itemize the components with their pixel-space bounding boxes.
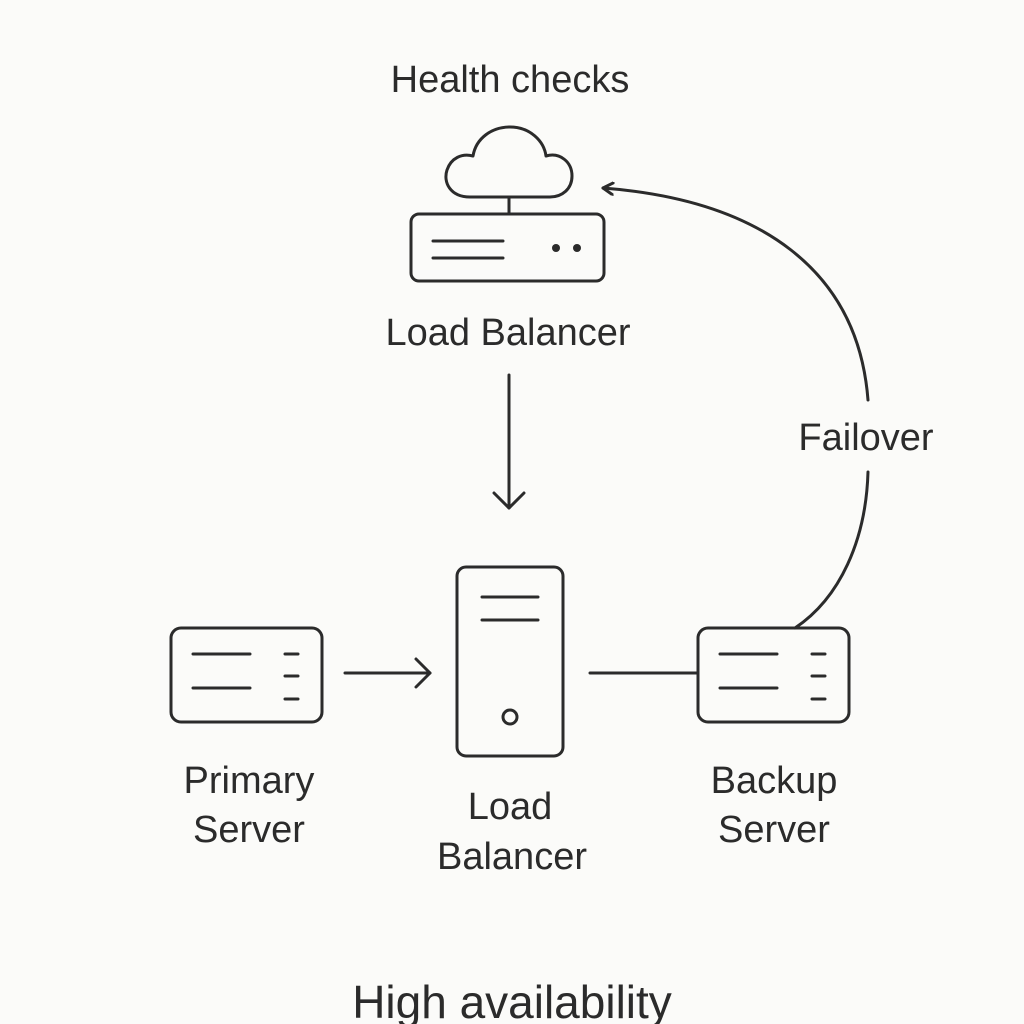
health-checks-label: Health checks (391, 59, 630, 101)
center-load-balancer-label-line2: Balancer (437, 836, 587, 878)
failover-curve-lower (793, 470, 870, 630)
top-load-balancer-icon (409, 212, 606, 283)
backup-server-label-line1: Backup (711, 760, 838, 802)
down-arrow-head (492, 491, 526, 510)
cloud-icon (444, 125, 574, 216)
primary-server-icon (169, 626, 324, 724)
center-load-balancer-label-line1: Load (468, 786, 553, 828)
failover-curve-upper (601, 188, 870, 402)
center-load-balancer-icon (455, 565, 565, 758)
backup-server-label-line2: Server (718, 809, 830, 851)
primary-server-label-line1: Primary (184, 760, 315, 802)
diagram-title: High availability (352, 976, 672, 1024)
top-load-balancer-label: Load Balancer (385, 312, 630, 354)
failover-label: Failover (798, 417, 933, 459)
primary-to-balancer-arrow-head (414, 657, 432, 689)
primary-server-label-line2: Server (193, 809, 305, 851)
backup-server-icon (696, 626, 851, 724)
